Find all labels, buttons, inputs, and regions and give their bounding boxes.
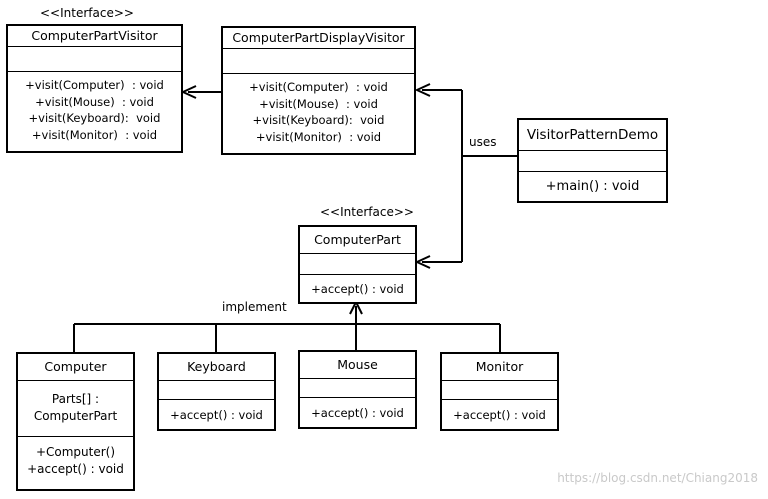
interface-arrowhead [180, 85, 197, 99]
class-operations: +visit(Computer) : void+visit(Mouse) : v… [25, 78, 164, 142]
visitor-stereotype: <<Interface>> [40, 6, 134, 20]
visitor-pattern-demo-class: VisitorPatternDemo +main() : void [517, 118, 668, 203]
class-operations: +visit(Computer) : void+visit(Mouse) : v… [249, 80, 388, 144]
implement-label: implement [222, 300, 287, 314]
computer-part-class: ComputerPart +accept() : void [298, 225, 417, 304]
computer-part-display-visitor-class: ComputerPartDisplayVisitor +visit(Comput… [221, 26, 416, 155]
display-visitor-arrowhead [414, 83, 431, 97]
class-attributes [300, 379, 415, 398]
uses-label: uses [469, 135, 497, 149]
class-operations: +accept() : void [453, 408, 546, 422]
class-attributes [442, 381, 557, 400]
class-name: Keyboard [159, 354, 274, 381]
class-operations: +Computer()+accept() : void [27, 445, 124, 476]
class-attributes: Parts[] :ComputerPart [18, 381, 133, 437]
class-name: ComputerPartVisitor [8, 26, 181, 47]
keyboard-class: Keyboard +accept() : void [157, 352, 276, 431]
class-name: VisitorPatternDemo [519, 120, 666, 151]
computer-part-arrowhead [414, 255, 431, 269]
class-name: Monitor [442, 354, 557, 381]
watermark: https://blog.csdn.net/Chiang2018 [557, 471, 758, 485]
class-operations: +accept() : void [311, 282, 404, 296]
class-attributes [519, 151, 666, 172]
class-operations: +main() : void [545, 179, 640, 194]
class-attributes [300, 254, 415, 275]
class-operations: +accept() : void [170, 408, 263, 422]
monitor-class: Monitor +accept() : void [440, 352, 559, 431]
computer-part-visitor-class: ComputerPartVisitor +visit(Computer) : v… [6, 24, 183, 153]
class-attributes [159, 381, 274, 400]
class-attributes [8, 47, 181, 72]
class-name: ComputerPartDisplayVisitor [223, 28, 414, 49]
class-operations: +accept() : void [311, 406, 404, 420]
class-name: Computer [18, 354, 133, 381]
class-attributes [223, 49, 414, 74]
computer-part-stereotype: <<Interface>> [320, 205, 414, 219]
class-name: ComputerPart [300, 227, 415, 254]
mouse-class: Mouse +accept() : void [298, 350, 417, 429]
class-name: Mouse [300, 352, 415, 379]
computer-class: Computer Parts[] :ComputerPart +Computer… [16, 352, 135, 491]
